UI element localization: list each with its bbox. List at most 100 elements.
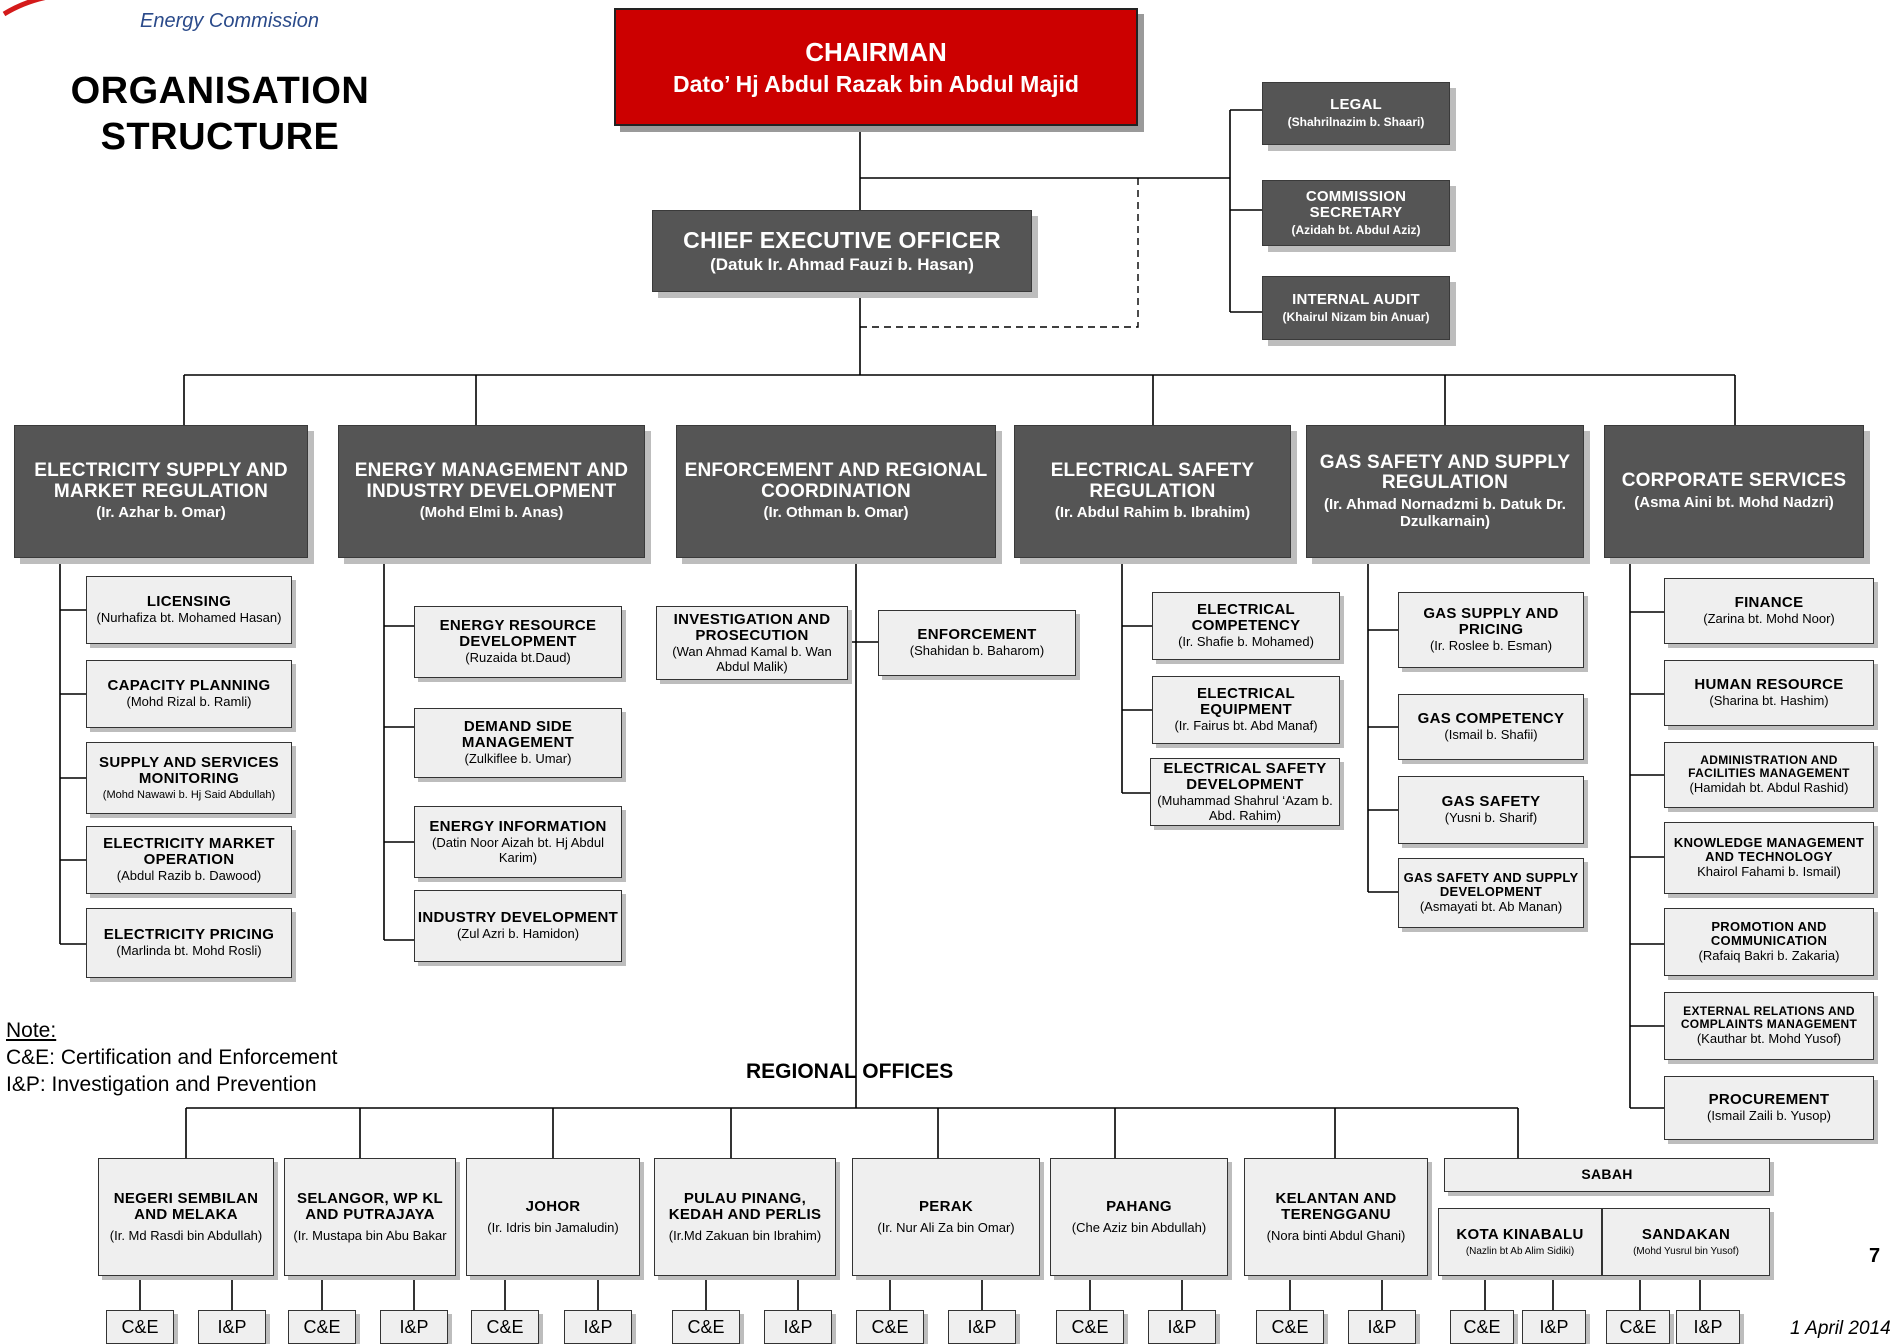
commission-secretary-box: COMMISSION SECRETARY (Azidah bt. Abdul A… <box>1262 180 1450 246</box>
unit-head: (Ir. Roslee b. Esman) <box>1429 638 1553 654</box>
regional-office-perak: PERAK (Ir. Nur Ali Za bin Omar) <box>852 1158 1040 1276</box>
ce-label: C&E <box>1463 1316 1501 1337</box>
internal-audit-name: (Khairul Nizam bin Anuar) <box>1282 309 1430 324</box>
unit-head: (Abdul Razib b. Dawood) <box>116 868 262 884</box>
unit-title: ENFORCEMENT <box>917 626 1037 644</box>
division-title: GAS SAFETY AND SUPPLY REGULATION <box>1319 451 1571 494</box>
unit-head: (Ir. Shafie b. Mohamed) <box>1178 634 1314 650</box>
unit-title: ELECTRICAL COMPETENCY <box>1191 601 1301 635</box>
office-head: (Ir. Mustapa bin Abu Bakar <box>293 1227 447 1243</box>
unit-title: FINANCE <box>1734 594 1804 612</box>
unit-head: (Kauthar bt. Mohd Yusof) <box>1696 1031 1842 1047</box>
unit-gas-safety-supply-development: GAS SAFETY AND SUPPLY DEVELOPMENT (Asmay… <box>1398 858 1584 928</box>
ce-box: C&E <box>856 1310 924 1344</box>
unit-procurement: PROCUREMENT (Ismail Zaili b. Yusop) <box>1664 1076 1874 1140</box>
legend-note: Note: C&E: Certification and Enforcement… <box>6 1018 338 1099</box>
regional-office-kota-kinabalu: KOTA KINABALU (Nazlin bt Ab Alim Sidiki) <box>1438 1208 1602 1276</box>
unit-title: SUPPLY AND SERVICES MONITORING <box>99 754 279 788</box>
division-head: (Ir. Azhar b. Omar) <box>96 504 226 522</box>
regional-offices-title: REGIONAL OFFICES <box>746 1060 954 1083</box>
regional-office-johor: JOHOR (Ir. Idris bin Jamaludin) <box>466 1158 640 1276</box>
unit-knowledge-management: KNOWLEDGE MANAGEMENT AND TECHNOLOGY Khai… <box>1664 822 1874 894</box>
office-title: SANDAKAN <box>1641 1225 1731 1243</box>
ip-label: I&P <box>1367 1316 1397 1337</box>
division-enforcement: ENFORCEMENT AND REGIONAL COORDINATION (I… <box>676 425 996 558</box>
division-energy-management: ENERGY MANAGEMENT AND INDUSTRY DEVELOPME… <box>338 425 645 558</box>
office-title: PAHANG <box>1106 1197 1172 1215</box>
unit-industry-development: INDUSTRY DEVELOPMENT (Zul Azri b. Hamido… <box>414 890 622 962</box>
chairman-box: CHAIRMAN Dato’ Hj Abdul Razak bin Abdul … <box>614 8 1138 126</box>
ce-box: C&E <box>471 1310 539 1344</box>
footer-date: 1 April 2014 <box>1790 1318 1891 1339</box>
ip-label: I&P <box>583 1316 613 1337</box>
unit-title: GAS SAFETY AND SUPPLY DEVELOPMENT <box>1403 870 1579 900</box>
ce-box: C&E <box>1056 1310 1124 1344</box>
unit-title: HUMAN RESOURCE <box>1694 676 1844 694</box>
unit-title: EXTERNAL RELATIONS AND COMPLAINTS MANAGE… <box>1680 1004 1858 1032</box>
unit-head: (Muhammad Shahrul ‘Azam b. Abd. Rahim) <box>1157 793 1333 823</box>
ip-box: I&P <box>380 1310 448 1344</box>
unit-head: (Marlinda bt. Mohd Rosli) <box>116 943 262 959</box>
legal-box: LEGAL (Shahrilnazim b. Shaari) <box>1262 82 1450 145</box>
unit-title: ENERGY RESOURCE DEVELOPMENT <box>439 617 597 651</box>
office-head: (Ir. Md Rasdi bin Abdullah) <box>109 1227 263 1243</box>
ip-label: I&P <box>399 1316 429 1337</box>
unit-electrical-safety-development: ELECTRICAL SAFETY DEVELOPMENT (Muhammad … <box>1150 758 1340 826</box>
unit-title: ELECTRICAL SAFETY DEVELOPMENT <box>1163 759 1327 793</box>
office-title: NEGERI SEMBILAN AND MELAKA <box>113 1189 259 1223</box>
unit-head: (Sharina bt. Hashim) <box>1709 693 1829 709</box>
office-head: (Nazlin bt Ab Alim Sidiki) <box>1465 1246 1575 1257</box>
unit-head: (Wan Ahmad Kamal b. Wan Abdul Malik) <box>672 644 832 674</box>
legal-name: (Shahrilnazim b. Shaari) <box>1287 115 1425 130</box>
ce-label: C&E <box>687 1316 725 1337</box>
division-electricity-supply: ELECTRICITY SUPPLY AND MARKET REGULATION… <box>14 425 308 558</box>
unit-title: PROCUREMENT <box>1708 1091 1830 1109</box>
unit-head: (Yusni b. Sharif) <box>1444 810 1538 826</box>
division-title: ENFORCEMENT AND REGIONAL COORDINATION <box>684 460 988 502</box>
unit-title: KNOWLEDGE MANAGEMENT AND TECHNOLOGY <box>1673 835 1865 865</box>
unit-head: (Zul Azri b. Hamidon) <box>456 926 580 942</box>
chairman-title: CHAIRMAN <box>805 36 947 67</box>
office-title: SELANGOR, WP KL AND PUTRAJAYA <box>297 1189 443 1223</box>
regional-office-sandakan: SANDAKAN (Mohd Yusrul bin Yusof) <box>1602 1208 1770 1276</box>
unit-title: GAS SAFETY <box>1441 793 1541 811</box>
division-head: (Ir. Ahmad Nornadzmi b. Datuk Dr. Dzulka… <box>1324 495 1566 530</box>
office-head: (Ir.Md Zakuan bin Ibrahim) <box>668 1227 822 1243</box>
ip-box: I&P <box>1676 1310 1740 1344</box>
ce-box: C&E <box>1256 1310 1324 1344</box>
unit-head: (Asmayati bt. Ab Manan) <box>1419 899 1563 915</box>
ip-label: I&P <box>1167 1316 1197 1337</box>
legal-title: LEGAL <box>1330 96 1382 114</box>
ip-label: I&P <box>217 1316 247 1337</box>
ip-label: I&P <box>967 1316 997 1337</box>
regional-office-kelantan: KELANTAN AND TERENGGANU (Nora binti Abdu… <box>1244 1158 1428 1276</box>
division-head: (Mohd Elmi b. Anas) <box>419 504 564 522</box>
ceo-box: CHIEF EXECUTIVE OFFICER (Datuk Ir. Ahmad… <box>652 210 1032 292</box>
unit-head: (Rafaiq Bakri b. Zakaria) <box>1698 948 1840 964</box>
unit-demand-side-management: DEMAND SIDE MANAGEMENT (Zulkiflee b. Uma… <box>414 708 622 778</box>
unit-head: (Datin Noor Aizah bt. Hj Abdul Karim) <box>432 835 604 865</box>
division-corporate-services: CORPORATE SERVICES (Asma Aini bt. Mohd N… <box>1604 425 1864 558</box>
unit-head: (Zulkiflee b. Umar) <box>464 751 572 767</box>
unit-electrical-equipment: ELECTRICAL EQUIPMENT (Ir. Fairus bt. Abd… <box>1152 676 1340 744</box>
unit-promotion-communication: PROMOTION AND COMMUNICATION (Rafaiq Bakr… <box>1664 908 1874 976</box>
unit-title: INDUSTRY DEVELOPMENT <box>417 909 619 927</box>
commission-secretary-title: COMMISSION SECRETARY <box>1305 187 1407 221</box>
ceo-title: CHIEF EXECUTIVE OFFICER <box>683 226 1001 253</box>
office-title: PERAK <box>918 1197 973 1215</box>
division-head: (Asma Aini bt. Mohd Nadzri) <box>1634 493 1834 511</box>
unit-title: DEMAND SIDE MANAGEMENT <box>461 718 575 752</box>
unit-head: (Ismail Zaili b. Yusop) <box>1706 1108 1832 1124</box>
division-title: CORPORATE SERVICES <box>1621 470 1847 492</box>
ce-box: C&E <box>672 1310 740 1344</box>
unit-electricity-market-operation: ELECTRICITY MARKET OPERATION (Abdul Razi… <box>86 826 292 894</box>
unit-head: (Ruzaida bt.Daud) <box>465 650 571 666</box>
unit-title: GAS COMPETENCY <box>1417 710 1565 728</box>
division-title: ELECTRICITY SUPPLY AND MARKET REGULATION <box>34 460 288 502</box>
division-title: ENERGY MANAGEMENT AND INDUSTRY DEVELOPME… <box>354 460 629 502</box>
division-gas-safety: GAS SAFETY AND SUPPLY REGULATION (Ir. Ah… <box>1306 425 1584 558</box>
unit-title: ENERGY INFORMATION <box>429 817 607 835</box>
ip-box: I&P <box>948 1310 1016 1344</box>
chairman-name: Dato’ Hj Abdul Razak bin Abdul Majid <box>673 70 1079 97</box>
unit-capacity-planning: CAPACITY PLANNING (Mohd Rizal b. Ramli) <box>86 660 292 728</box>
